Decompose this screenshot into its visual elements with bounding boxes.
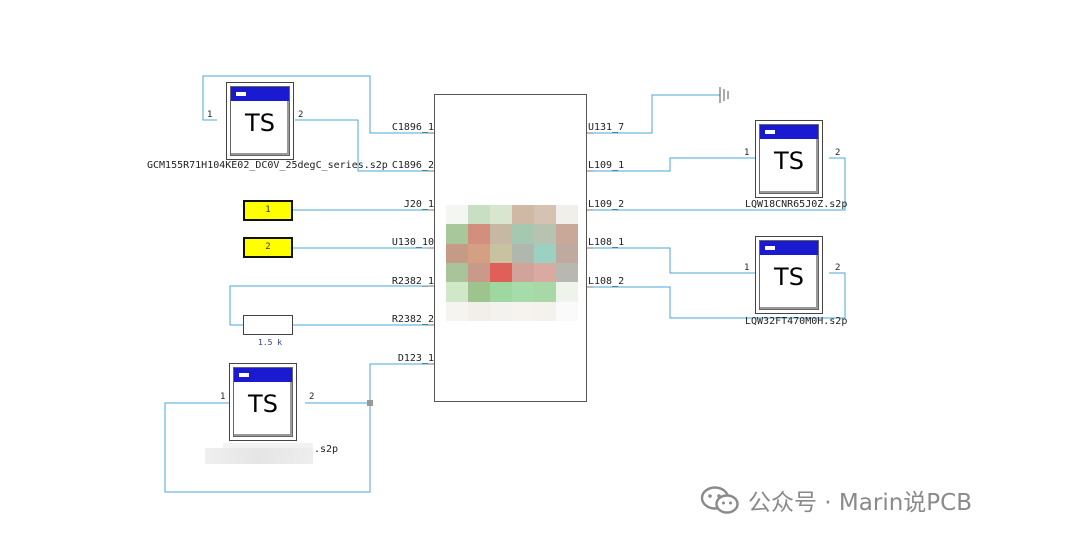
wire-l109-1 — [587, 157, 755, 172]
redacted-label — [205, 448, 313, 464]
resistor[interactable] — [243, 315, 293, 335]
ts-text: TS — [774, 263, 804, 291]
pin-c1896-1: C1896_1 — [391, 122, 434, 133]
resistor-value: 1.5 k — [258, 338, 283, 347]
junction-node — [367, 400, 373, 406]
ts2-port1: 1 — [744, 148, 750, 158]
pin-u131-7: U131_7 — [588, 122, 625, 133]
term-port-1[interactable]: 1 — [243, 200, 293, 221]
pin-l109-2: L109_2 — [588, 199, 625, 210]
pin-d123-1: D123_1 — [397, 353, 434, 364]
pin-l108-1: L108_1 — [588, 237, 625, 248]
ts-component-4[interactable]: TS — [229, 363, 297, 441]
ts-component-3[interactable]: TS — [755, 236, 823, 314]
ts-titlebar — [231, 87, 289, 101]
ts1-port1: 1 — [207, 110, 213, 120]
ts-text: TS — [248, 390, 278, 418]
ts2-label: LQW18CNR65J0Z.s2p — [745, 199, 848, 210]
ts-titlebar — [760, 241, 818, 255]
ts1-port2: 2 — [298, 110, 304, 120]
wire-ts4-loop — [164, 402, 371, 493]
redacted-label-top — [223, 443, 313, 449]
wire-l108-1 — [587, 247, 755, 274]
ts-titlebar — [234, 368, 292, 382]
wire-r2382-1 — [229, 285, 434, 326]
ts1-label: GCM155R71H104KE02_DC0V_25degC_series.s2p — [147, 160, 388, 171]
wechat-icon — [700, 486, 739, 514]
wire-ts1-p2-c1896-2 — [295, 119, 434, 172]
pin-u130-10: U130_10 — [391, 237, 434, 248]
wire-ts1-p1-c1896-1 — [202, 75, 434, 134]
wire-l108-2 — [587, 272, 846, 319]
wire-d123 — [305, 363, 434, 404]
chip-pixelated-area — [446, 205, 578, 321]
ts3-label: LQW32FT470M0H.s2p — [745, 316, 848, 327]
ts4-label: .s2p — [314, 444, 339, 455]
ts3-port2: 2 — [835, 263, 841, 273]
ts4-port1: 1 — [220, 392, 226, 402]
ts4-port2: 2 — [309, 392, 315, 402]
pin-l109-1: L109_1 — [588, 160, 625, 171]
wire-u131-ground — [587, 94, 720, 134]
ts-text: TS — [245, 109, 275, 137]
ts2-port2: 2 — [835, 148, 841, 158]
pin-c1896-2: C1896_2 — [391, 160, 434, 171]
ts-component-1[interactable]: TS — [226, 82, 294, 160]
ts-titlebar — [760, 125, 818, 139]
ground-icon — [719, 87, 729, 103]
pin-r2382-1: R2382_1 — [391, 276, 434, 287]
pin-r2382-2: R2382_2 — [391, 314, 434, 325]
ts-component-2[interactable]: TS — [755, 120, 823, 198]
ts-text: TS — [774, 147, 804, 175]
watermark-text: 公众号 · Marin说PCB — [748, 490, 973, 516]
ts3-port1: 1 — [744, 263, 750, 273]
wire-l109-2 — [587, 157, 846, 211]
term-port-2[interactable]: 2 — [243, 237, 293, 258]
pin-j20-1: J20_1 — [403, 199, 434, 210]
watermark: 公众号 · Marin说PCB — [700, 484, 972, 516]
pin-l108-2: L108_2 — [588, 276, 625, 287]
